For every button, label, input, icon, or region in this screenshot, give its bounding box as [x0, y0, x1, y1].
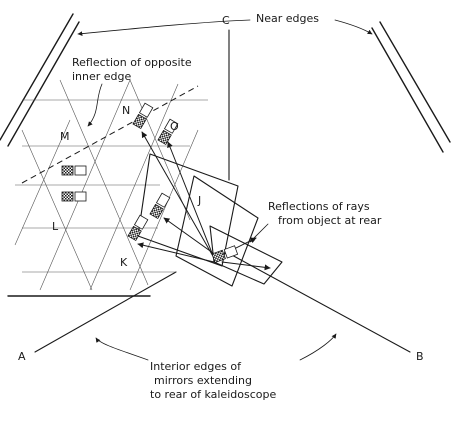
object-images	[61, 102, 239, 263]
rear-frames	[137, 153, 283, 287]
near-edges	[0, 13, 451, 297]
reflection-grid	[14, 79, 208, 291]
annotation-rays-line1: Reflections of rays	[268, 200, 370, 213]
label-c: C	[222, 14, 230, 27]
label-a: A	[18, 350, 26, 363]
annotations: Near edges Reflection of opposite inner …	[72, 12, 382, 401]
object-image-k	[127, 214, 149, 242]
label-k: K	[120, 256, 128, 269]
near-edge-right-inner	[371, 27, 444, 153]
object-image-n	[132, 102, 154, 130]
object-image-o	[157, 118, 179, 146]
label-o: O	[170, 120, 179, 133]
interior-edges	[34, 29, 411, 353]
ray-to-o	[167, 141, 215, 259]
annotation-rays-line2: from object at rear	[278, 214, 382, 227]
leader-interior-b	[299, 333, 337, 361]
object-original	[211, 245, 239, 263]
object-image-l	[61, 191, 87, 202]
leader-reflection	[87, 83, 103, 127]
annotation-reflection-line1: Reflection of opposite	[72, 56, 192, 69]
label-b: B	[416, 350, 424, 363]
label-l: L	[52, 220, 59, 233]
annotation-reflection-line2: inner edge	[72, 70, 132, 83]
reflected-inner-edge	[21, 85, 199, 184]
label-j: J	[197, 194, 201, 207]
leader-rays	[249, 223, 269, 243]
annotation-interior-line1: Interior edges of	[150, 360, 242, 373]
ray-to-n	[141, 131, 215, 259]
label-m: M	[60, 130, 70, 143]
leader-lines	[77, 19, 373, 361]
leader-near-edges-left	[77, 19, 251, 36]
edge-line-a	[34, 271, 177, 353]
edge-line-b	[229, 253, 411, 353]
object-image-m	[61, 165, 87, 176]
near-edge-left-inner	[7, 21, 80, 147]
leader-near-edges-right	[334, 19, 373, 35]
ray-right-2	[221, 261, 271, 271]
annotation-near-edges: Near edges	[256, 12, 319, 25]
ray-to-k	[137, 242, 215, 263]
near-edge-right	[379, 21, 451, 143]
ray-to-j	[163, 217, 221, 259]
region-labels: A B C J K L M N O	[18, 14, 424, 363]
label-n: N	[122, 104, 130, 117]
annotation-interior-line3: to rear of kaleidoscope	[150, 388, 276, 401]
annotation-interior-line2: mirrors extending	[154, 374, 252, 387]
object-image-j	[149, 192, 171, 220]
near-edge-left	[0, 13, 74, 141]
leader-interior-a	[95, 337, 149, 361]
